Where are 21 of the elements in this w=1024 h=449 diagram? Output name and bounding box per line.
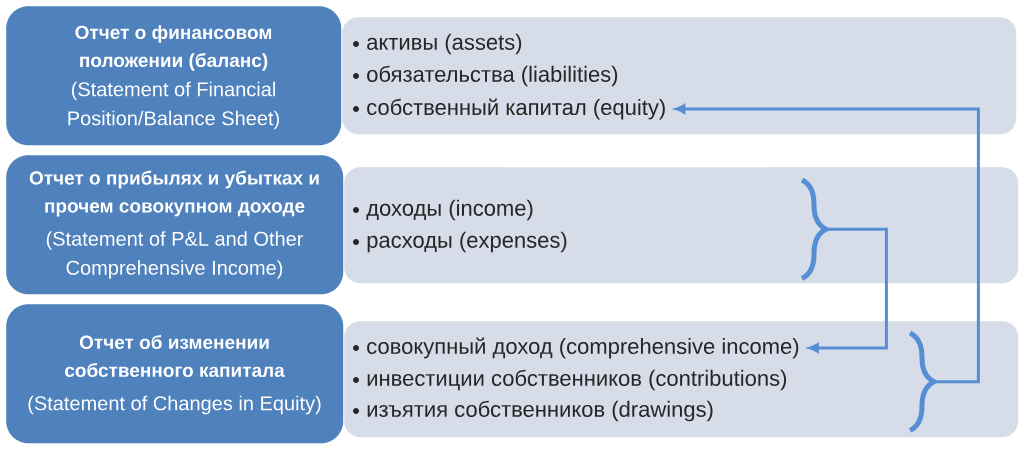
list-item: доходы (income) <box>366 199 533 221</box>
list-panel <box>342 17 1017 135</box>
curly-brace <box>800 177 829 281</box>
subtitle-text: (Statement of Financial Position/Balance Sheet) <box>68 81 279 130</box>
list-item: обязательства (liabilities) <box>367 65 618 87</box>
subtitle-text: (Statement of P&L and Other Comprehensive Income) <box>46 231 304 279</box>
title-text: Отчет о финансовом положении (баланс) <box>75 25 272 71</box>
list-item: расходы (expenses) <box>367 231 567 253</box>
arrow <box>808 227 888 353</box>
list-item: совокупный доход (comprehensive income) <box>367 337 799 359</box>
curly-brace <box>908 330 937 433</box>
list-item: инвестиции собственников (contributions) <box>367 369 787 391</box>
title-text: Отчет о прибылях и убытках и прочем совокупном доходе <box>29 170 319 217</box>
list-item: изъятия собственников (drawings) <box>367 400 713 422</box>
subtitle-text: (Statement of Changes in Equity) <box>28 395 321 415</box>
list-item: активы (assets) <box>367 33 522 55</box>
title-text: Отчет об изменении собственного капитала <box>65 334 285 378</box>
list-panel <box>344 167 1019 284</box>
list-item: собственный капитал (equity) <box>367 98 665 120</box>
arrow <box>675 104 980 384</box>
list-panel <box>344 321 1019 438</box>
